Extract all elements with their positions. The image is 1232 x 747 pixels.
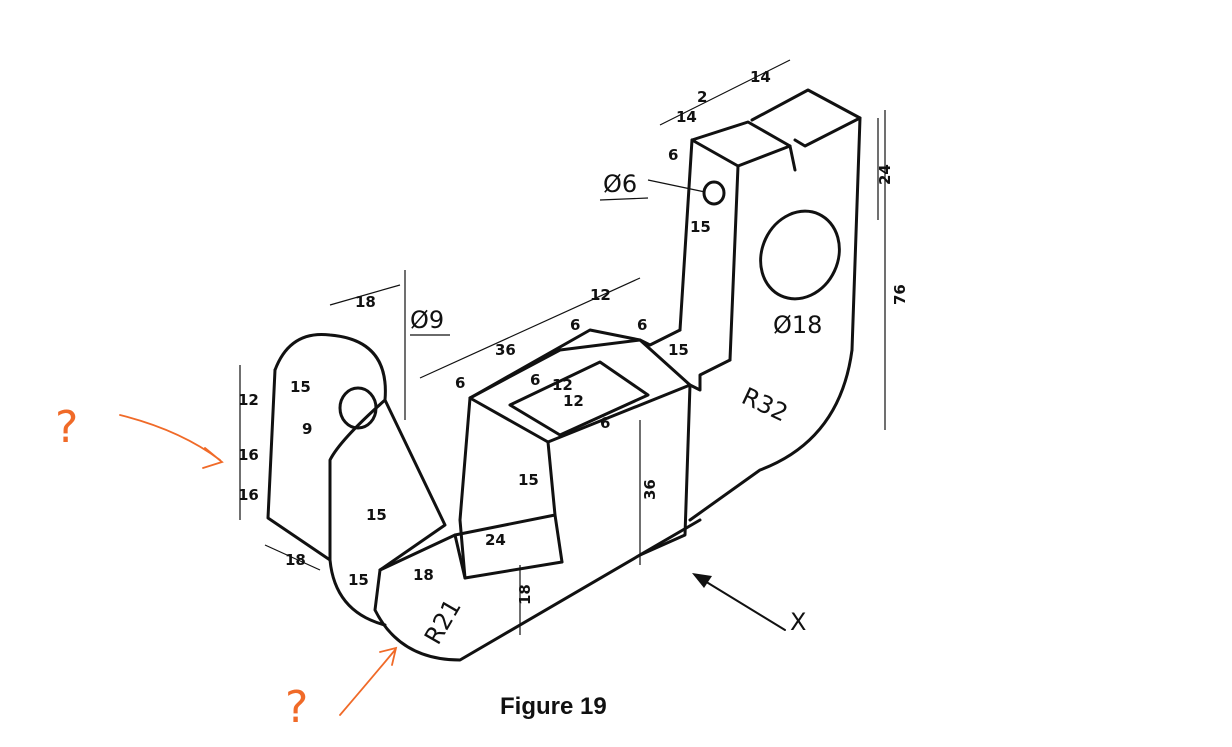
dim-base-18a: 18: [285, 551, 306, 569]
annotation-arrow: [339, 646, 398, 716]
dim-tower-right-depth: 14: [750, 68, 771, 86]
dim-lug-16a: 16: [238, 446, 259, 464]
dim-radius-base: R21: [419, 594, 467, 649]
dim-pocket-6b: 6: [600, 414, 610, 432]
dim-slot-width: 2: [697, 88, 707, 106]
dim-step-depth: 12: [590, 286, 611, 304]
dim-lug-16b: 16: [238, 486, 259, 504]
dim-hole-small-height: 6: [668, 146, 678, 164]
dim-lug-width: 18: [355, 293, 376, 311]
dimension-lines: [239, 59, 886, 635]
dimension-labels: Ø6 2 14 14 6 15 24 76 Ø18 R32 12 6 6 15 …: [238, 68, 909, 649]
dim-hole-large-height: 24: [876, 164, 894, 185]
dim-notch-24: 24: [485, 531, 506, 549]
dim-lug-15: 15: [290, 378, 311, 396]
dim-overall-height: 76: [891, 284, 909, 305]
dim-step-6a: 6: [570, 316, 580, 334]
dim-base-15: 15: [348, 571, 369, 589]
annotation-marks: ? ?: [55, 402, 398, 733]
dim-hole-lug: Ø9: [410, 306, 444, 334]
dim-tower-left-depth: 14: [676, 108, 697, 126]
dim-block-height: 36: [641, 479, 659, 500]
dim-hole-small-offset: 15: [690, 218, 711, 236]
dim-block-edge-6: 6: [455, 374, 465, 392]
question-mark-annotation: ?: [55, 402, 78, 453]
dim-block-length: 36: [495, 341, 516, 359]
annotation-arrow: [119, 414, 224, 469]
question-mark-annotation: ?: [285, 682, 308, 733]
dim-radius-tower: R32: [737, 382, 792, 427]
figure-caption: Figure 19: [500, 693, 607, 720]
dim-step-6b: 6: [637, 316, 647, 334]
dim-lug-9: 9: [302, 420, 312, 438]
part-outline: [266, 88, 862, 662]
dim-base-height: 18: [516, 584, 534, 605]
view-direction-arrow: X: [692, 573, 806, 636]
dim-hole-large: Ø18: [773, 311, 822, 339]
dim-pocket-6a: 6: [530, 371, 540, 389]
dim-base-18b: 18: [413, 566, 434, 584]
dim-hole-small: Ø6: [603, 170, 637, 198]
dim-notch-15: 15: [518, 471, 539, 489]
dim-lug-12: 12: [238, 391, 259, 409]
dim-step-15: 15: [668, 341, 689, 359]
dim-pocket-12b: 12: [563, 392, 584, 410]
view-direction-label: X: [790, 608, 806, 636]
dim-pocket-12a: 12: [552, 376, 573, 394]
dim-lug-15b: 15: [366, 506, 387, 524]
